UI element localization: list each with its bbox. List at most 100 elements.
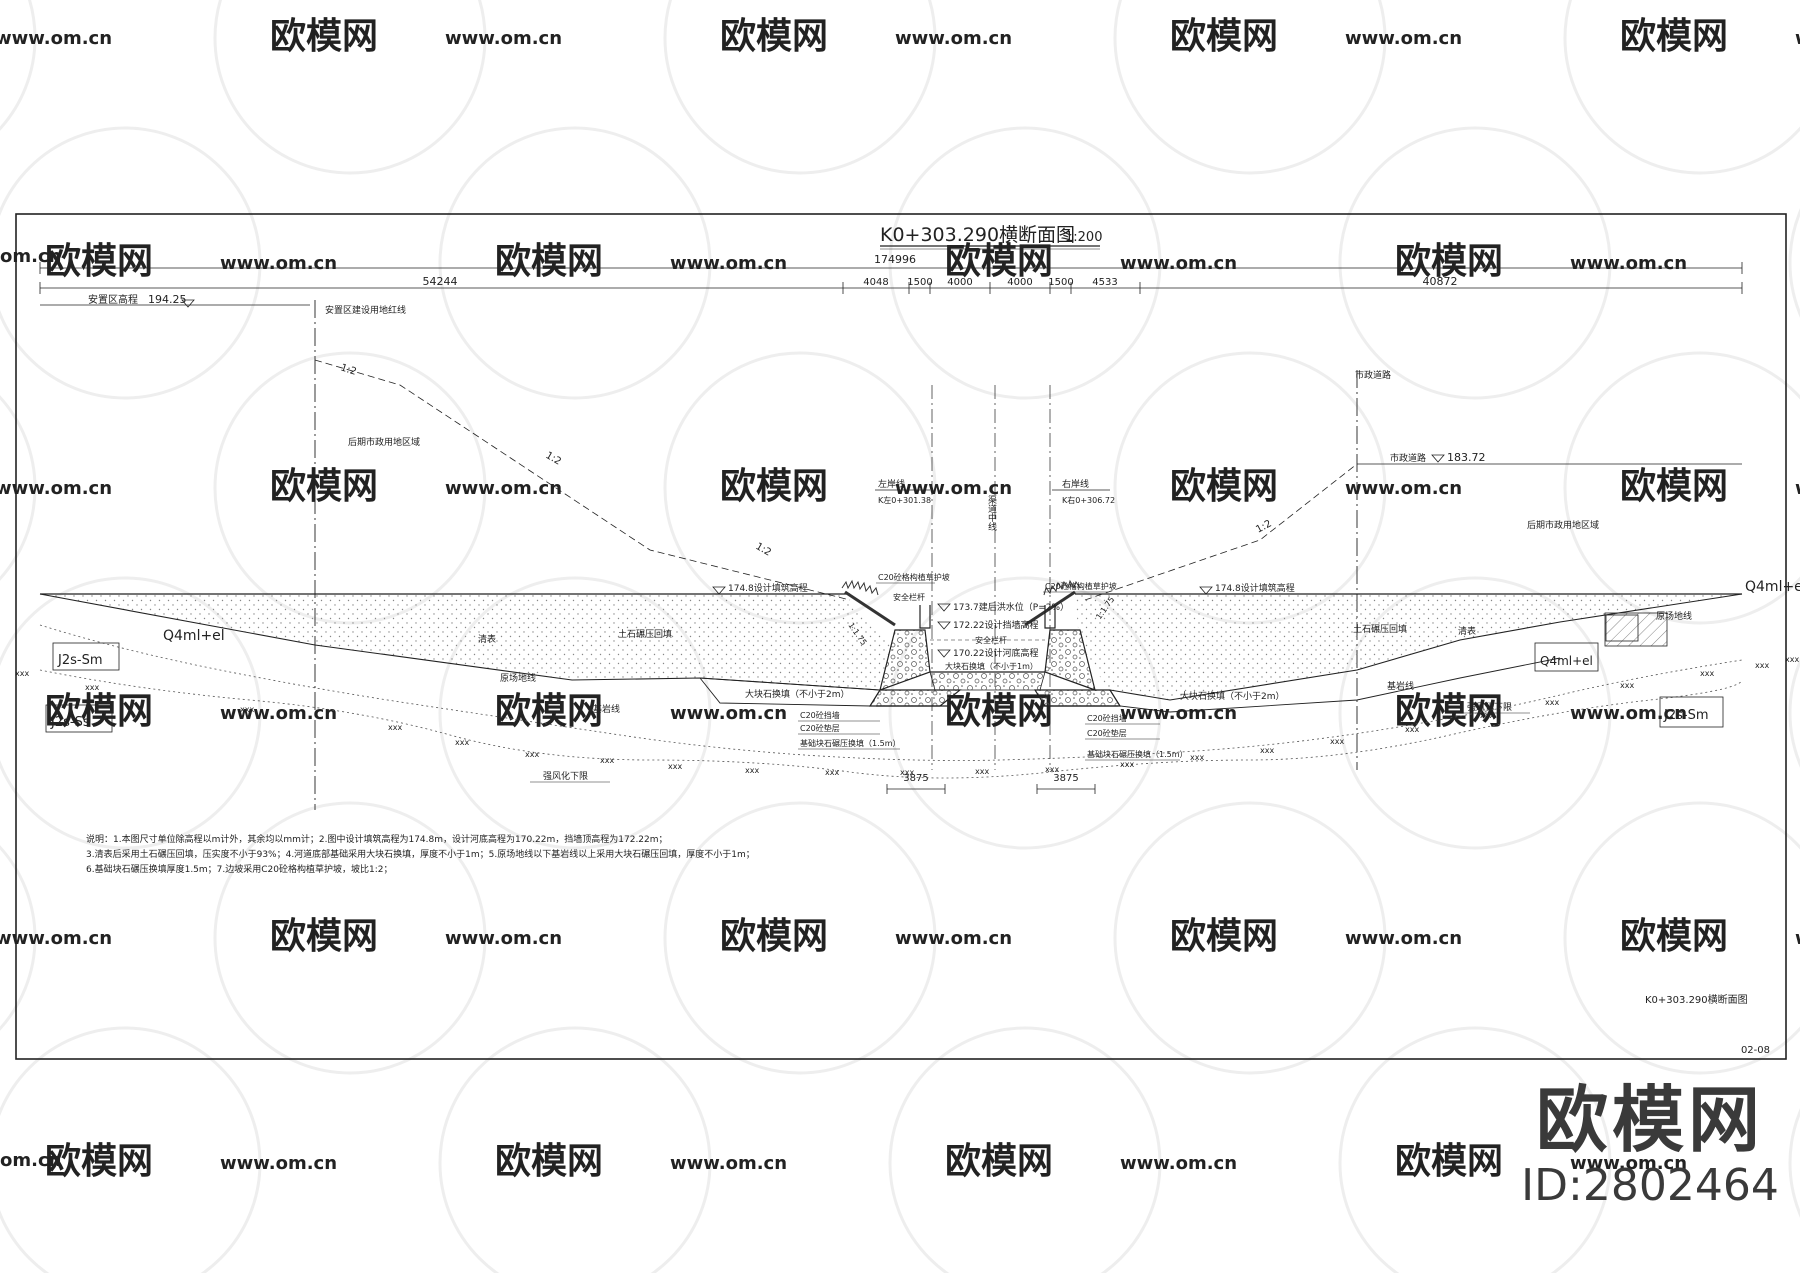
watermark-url: www.om.cn — [0, 28, 112, 49]
left-elev-val: 194.25 — [148, 293, 187, 306]
watermark-ring — [0, 0, 37, 131]
xxx-marker: xxx — [668, 762, 682, 771]
dim-bottom-left: 3875 — [903, 773, 928, 784]
right-bank-k: K右0+306.72 — [1062, 495, 1115, 505]
xxx-marker: xxx — [975, 767, 989, 776]
stone-left: 大块石换填（不小于2m） — [745, 688, 850, 700]
drawing-title: K0+303.290横断面图 — [880, 224, 1075, 246]
watermark-ring — [213, 801, 487, 1075]
watermark-logo: 欧模网 — [1395, 241, 1503, 282]
left-bank-line-label: 左岸线 — [878, 478, 905, 490]
watermark-ring — [1788, 1108, 1800, 1218]
channel-structure — [868, 605, 1122, 707]
watermark-logo: 欧模网 — [1620, 16, 1728, 57]
watermark-ring — [438, 126, 712, 400]
watermark-logo: 欧模网 — [1620, 466, 1728, 507]
weather-left-label: 强风化下限 — [543, 770, 588, 782]
flood-level: 173.7建后洪水位（P=2%） — [953, 601, 1069, 613]
fence-right: 安全栏杆 — [975, 635, 1007, 645]
watermark-ring — [1563, 801, 1800, 1075]
sheet-number: 02-08 — [1741, 1045, 1770, 1056]
xxx-marker: xxx — [1260, 746, 1274, 755]
xxx-marker: xxx — [900, 768, 914, 777]
slope-ratio-4: 1:2 — [1254, 518, 1273, 535]
design-fill-left: 174.8设计填筑高程 — [728, 582, 808, 594]
watermark-url: www.om.cn — [670, 1153, 787, 1174]
watermark-ring — [1338, 1026, 1612, 1277]
xxx-marker: xxx — [1190, 753, 1204, 762]
xxx-marker: xxx — [745, 766, 759, 775]
watermark-logo: 欧模网 — [270, 466, 378, 507]
dim-mid-3: 4000 — [947, 277, 972, 288]
watermark-ring — [1113, 801, 1387, 1075]
xxx-marker: xxx — [85, 683, 99, 692]
watermark-ring — [1563, 0, 1800, 175]
geo-j2s-right: J2s-Sm — [1663, 708, 1708, 723]
notes: 说明：1.本图尺寸单位除高程以m计外，其余均以mm计；2.图中设计填筑高程为17… — [86, 833, 755, 875]
dim-bottom-right: 3875 — [1053, 773, 1078, 784]
watermark-ring — [1113, 0, 1387, 175]
dimension-lines — [39, 262, 1743, 294]
right-zone-label: 后期市政用地区域 — [1527, 519, 1599, 531]
watermark-url: www.om.cn — [1120, 703, 1237, 724]
watermark-url: www.om.cn — [220, 703, 337, 724]
watermark-logo: 欧模网 — [270, 16, 378, 57]
rock-line-wavy — [39, 624, 1743, 761]
dim-mid-2: 1500 — [907, 277, 932, 288]
watermark-ring — [888, 1026, 1162, 1277]
watermark-ring — [0, 126, 262, 400]
topsoil-right: 清表 — [1458, 625, 1476, 637]
left-bank-k: K左0+301.38 — [878, 495, 931, 505]
watermark-logo: 欧模网 — [720, 16, 828, 57]
xxx-marker: xxx — [1700, 669, 1714, 678]
watermark-url: www.om.cn — [1570, 703, 1687, 724]
watermark-url: www.om.cn — [670, 253, 787, 274]
dim-mid-6: 4533 — [1092, 277, 1117, 288]
dim-right: 40872 — [1423, 275, 1458, 288]
watermark-logo: 欧模网 — [1395, 1141, 1503, 1182]
watermark-ring — [0, 845, 37, 1031]
soil-fill-left: 土石碾压回填 — [618, 628, 672, 640]
watermark-ring — [1788, 208, 1800, 318]
watermark-url: www.om.cn — [445, 28, 562, 49]
watermark-ring — [1338, 576, 1612, 850]
weather-right-label: 强风化下限 — [1467, 701, 1512, 713]
dim-total: 174996 — [874, 253, 916, 266]
left-grass-label: C20砼格构植草护坡 — [878, 572, 950, 582]
watermark-ring — [213, 0, 487, 175]
cushion-left: C20砼垫层 — [800, 723, 840, 733]
watermark-logo: 欧模网 — [945, 691, 1053, 732]
wall-left: C20砼挡墙 — [800, 710, 840, 720]
watermark-url: www.om.cn — [895, 928, 1012, 949]
geo-j2s-left: J2s-Sm — [57, 653, 102, 668]
left-zone-label: 后期市政用地区域 — [348, 436, 420, 448]
fence-left: 安全栏杆 — [893, 592, 925, 602]
ground-left-label: 原场地线 — [500, 672, 536, 684]
ground-line-right — [1109, 593, 1743, 701]
watermark-url: www.om.cn — [445, 478, 562, 499]
watermark-logo: 欧模网 — [45, 691, 153, 732]
elev-marker-icon — [181, 299, 195, 308]
watermark-ring — [438, 576, 712, 850]
watermark-ring — [888, 576, 1162, 850]
road-elev-name: 市政道路 — [1390, 452, 1426, 464]
watermark-ring — [0, 1026, 262, 1277]
slope-ratio-1: 1:2 — [339, 362, 358, 377]
xxx-marker: xxx — [525, 750, 539, 759]
watermark-ring — [438, 1026, 712, 1277]
xxx-marker: xxx — [388, 723, 402, 732]
drawing-scale: 1:200 — [1065, 230, 1102, 245]
watermark-url: www.om.cn — [0, 928, 112, 949]
watermark-logo: 欧模网 — [45, 1141, 153, 1182]
xxx-marker: xxx — [1120, 760, 1134, 769]
brand-name: 欧模网 — [1535, 1078, 1764, 1162]
watermark-url: www.om.cn — [1570, 253, 1687, 274]
weathering-line-wavy — [39, 669, 1743, 779]
watermark-logo: 欧模网 — [1620, 916, 1728, 957]
rock-left-label: 基岩线 — [593, 703, 620, 715]
watermark-url: www.om.cn — [1570, 1153, 1687, 1174]
geo-q4-right2: Q4ml+el — [1540, 654, 1593, 668]
right-bank-line-label: 右岸线 — [1062, 478, 1089, 490]
